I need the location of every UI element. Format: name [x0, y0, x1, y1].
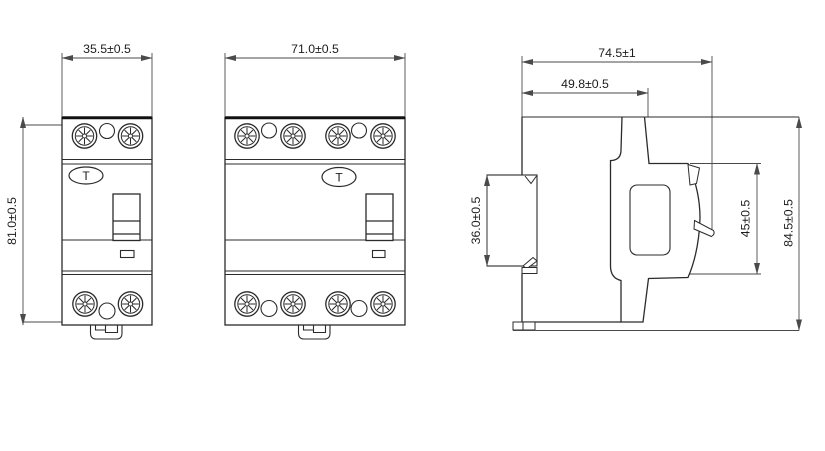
terminal-hole-icon: [350, 122, 368, 139]
front-view-4pole: 71.0±0.5 T: [224, 42, 406, 340]
screw-terminal-icon: [325, 123, 351, 149]
screw-terminal-icon: [325, 291, 351, 317]
dim-label-upper-depth: 49.8±0.5: [561, 77, 609, 91]
dim-height-2pole-lines: [20, 116, 62, 326]
dim-width-2pole-lines: [61, 53, 153, 116]
dim-width-4pole-lines: [224, 53, 406, 116]
side-view: 74.5±1 49.8±0.5 36.0±0.5: [469, 46, 802, 331]
indicator-window: [371, 249, 386, 259]
toggle-switch: [365, 193, 394, 242]
screw-terminal-icon: [234, 123, 260, 149]
screw-terminal-icon: [370, 123, 396, 149]
test-button: T: [321, 166, 357, 188]
screw-terminal-icon: [72, 291, 98, 317]
dim-label-width-2pole: 35.5±0.5: [83, 42, 131, 56]
test-button: T: [68, 166, 104, 185]
din-clip-icon: [297, 324, 331, 340]
toggle-switch: [112, 193, 141, 242]
body-section-lines: [62, 159, 152, 275]
screw-terminal-icon: [280, 123, 306, 149]
test-button-label: T: [335, 171, 343, 185]
screw-terminal-icon: [370, 291, 396, 317]
dim-total-depth-lines: [521, 56, 713, 236]
dim-label-total-height: 84.5±0.5: [782, 199, 796, 247]
rail-latch-body: [521, 267, 538, 274]
screw-terminal-icon: [71, 123, 98, 149]
dim-label-front-height: 45±0.5: [739, 200, 753, 238]
terminal-hole-icon: [260, 122, 278, 139]
dim-upper-depth-lines: [521, 88, 649, 117]
dim-label-height-2pole: 81.0±0.5: [5, 197, 19, 245]
screw-terminal-icon: [280, 291, 306, 317]
terminal-hole-icon: [260, 299, 278, 318]
screw-terminal-icon: [117, 123, 144, 149]
dim-label-width-4pole: 71.0±0.5: [291, 42, 339, 56]
din-clip-icon: [89, 324, 123, 340]
dim-label-rail-height: 36.0±0.5: [469, 196, 483, 244]
bottom-clip: [512, 321, 536, 331]
dim-label-total-depth: 74.5±1: [598, 46, 636, 60]
side-window: [629, 184, 671, 256]
rail-hook-icon: [524, 175, 537, 185]
dim-front-height-lines: [690, 163, 761, 275]
side-profile-outline: [609, 116, 701, 323]
din-rail: [486, 174, 538, 267]
indicator-window: [119, 249, 135, 259]
terminal-hole-icon: [98, 302, 116, 320]
terminal-hole-icon: [350, 299, 368, 318]
test-button-label: T: [82, 169, 90, 183]
lever-flag-icon: [687, 163, 701, 186]
screw-terminal-icon: [234, 291, 260, 317]
screw-terminal-icon: [117, 291, 144, 317]
toggle-lever-side: [693, 219, 715, 238]
terminal-hole-icon: [98, 122, 116, 140]
front-view-2pole: 35.5±0.5 81.0±0.5 T: [5, 42, 153, 340]
